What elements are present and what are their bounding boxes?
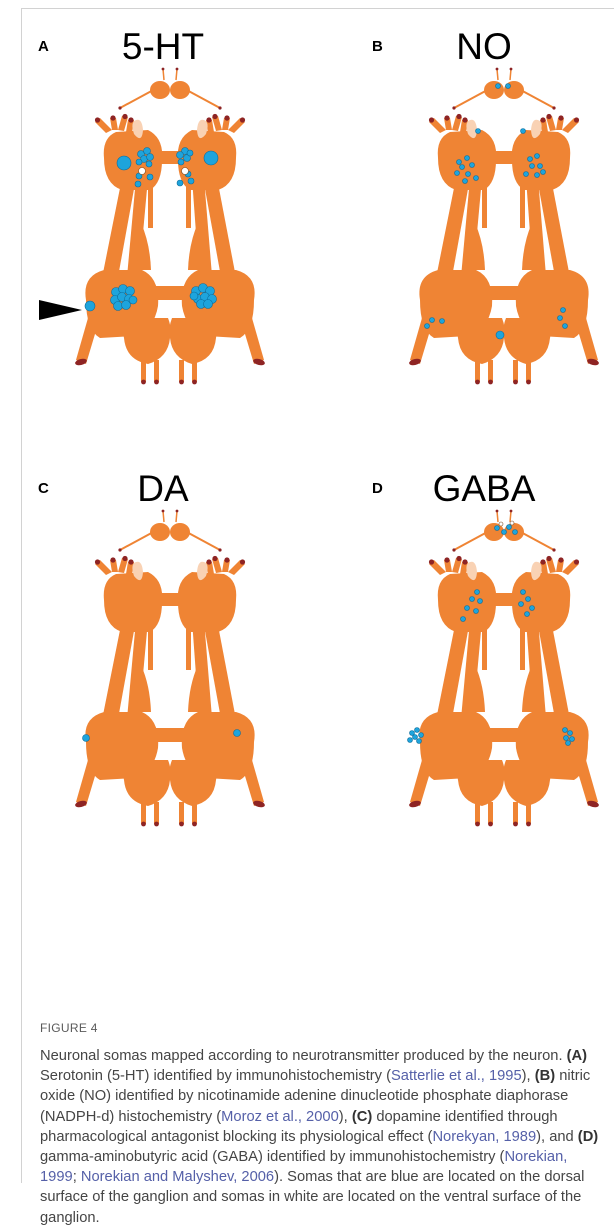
figure-caption: Neuronal somas mapped according to neuro… xyxy=(40,1046,600,1228)
citation-link[interactable]: Norekian and Malyshev, 2006 xyxy=(81,1169,274,1185)
caption-text: ), xyxy=(522,1068,531,1084)
caption-text-d: gamma-aminobutyric acid (GABA) identifie… xyxy=(40,1149,504,1165)
figure-label: FIGURE 4 xyxy=(40,1021,98,1035)
caption-panel-ref-b: (B) xyxy=(535,1068,555,1084)
ganglia-diagram xyxy=(38,480,303,900)
panel-b: B NO xyxy=(372,38,614,458)
caption-panel-ref-a: (A) xyxy=(567,1048,587,1064)
arrowhead-marker xyxy=(39,300,82,320)
white-somas xyxy=(499,521,514,526)
caption-panel-ref-d: (D) xyxy=(578,1129,598,1145)
citation-link[interactable]: Moroz et al., 2000 xyxy=(221,1109,339,1125)
caption-sentence: Neuronal somas mapped according to neuro… xyxy=(40,1048,563,1064)
caption-text: ; xyxy=(73,1169,81,1185)
citation-link[interactable]: Norekyan, 1989 xyxy=(432,1129,536,1145)
caption-text-a: Serotonin (5-HT) identified by immunohis… xyxy=(40,1068,391,1084)
panel-d: D GABA xyxy=(372,480,614,900)
caption-panel-ref-c: (C) xyxy=(352,1109,372,1125)
panel-c: C DA xyxy=(38,480,303,900)
caption-text: ), and xyxy=(536,1129,574,1145)
ganglia-diagram xyxy=(337,480,602,900)
citation-link[interactable]: Satterlie et al., 1995 xyxy=(391,1068,522,1084)
caption-text: ), xyxy=(339,1109,348,1125)
panel-a: A 5-HT xyxy=(38,38,303,458)
ganglia-diagram xyxy=(337,38,602,458)
ganglia-diagram xyxy=(38,38,303,458)
